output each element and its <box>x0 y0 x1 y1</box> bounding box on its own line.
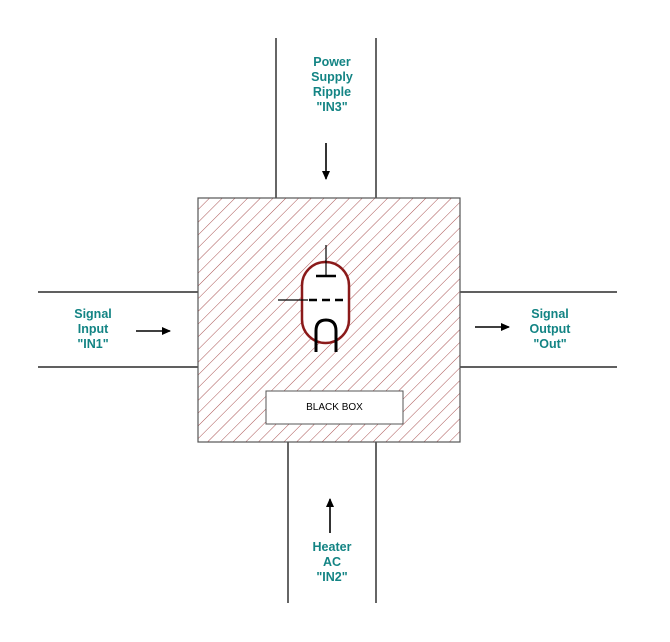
label-line: Output <box>529 322 571 336</box>
power-supply-ripple-label: Power Supply Ripple "IN3" <box>282 55 382 115</box>
label-line: Power <box>313 55 351 69</box>
top-channel <box>275 38 377 198</box>
left-channel <box>38 291 198 368</box>
label-line: Input <box>77 322 109 336</box>
black-box-label: BLACK BOX <box>306 402 363 413</box>
signal-input-label: Signal Input "IN1" <box>58 307 128 352</box>
signal-output-label: Signal Output "Out" <box>515 307 585 352</box>
label-line: Heater <box>312 540 352 554</box>
label-line: AC <box>322 555 342 569</box>
label-line: Supply <box>311 70 353 84</box>
label-line: Ripple <box>312 85 352 99</box>
label-line: "Out" <box>533 337 567 351</box>
heater-ac-label: Heater AC "IN2" <box>282 540 382 585</box>
right-channel <box>460 291 617 368</box>
vacuum-tube-icon <box>278 245 351 352</box>
label-line: "IN1" <box>77 337 109 351</box>
black-box-label-background <box>265 390 404 425</box>
label-line: Signal <box>531 307 569 321</box>
label-line: "IN2" <box>316 570 348 584</box>
label-line: Signal <box>74 307 112 321</box>
bottom-channel <box>287 442 377 603</box>
label-line: "IN3" <box>316 100 348 114</box>
